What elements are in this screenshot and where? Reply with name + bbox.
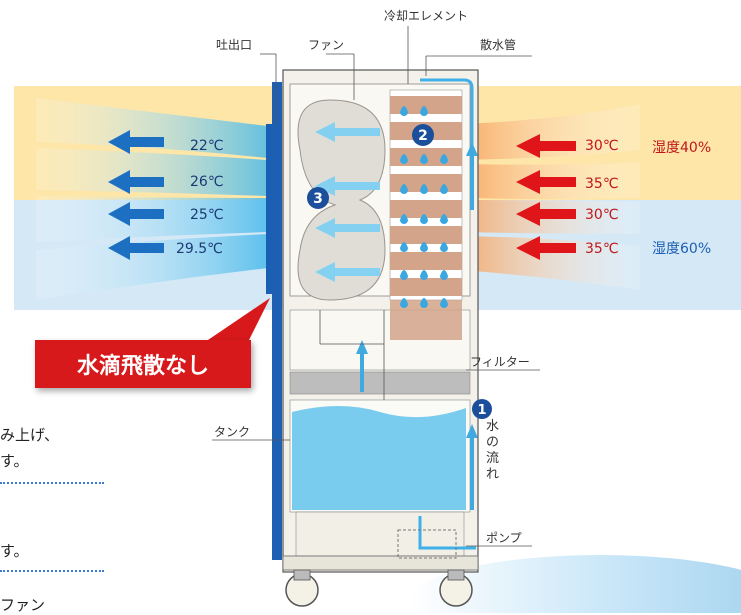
inlet-temp-4: 35℃ [585,241,619,257]
step-badge-2: 2 [412,124,434,146]
outlet-temp-1: 22℃ [190,138,224,154]
leader-lines [212,26,540,547]
water-flow-arrows [356,142,478,510]
humidity-upper: 湿度40% [652,140,711,156]
label-tank: タンク [214,425,250,439]
step-badge-3: 3 [307,187,329,209]
svg-text:3: 3 [313,191,323,207]
label-fan: ファン [308,38,344,52]
humidity-lower: 湿度60% [652,241,711,257]
body-text-line-3: す。 [0,542,29,560]
inlet-arrows [516,134,576,260]
inlet-temp-3: 30℃ [585,207,619,223]
fan-assembly [297,99,386,301]
svg-text:水: 水 [486,419,499,434]
internal-air-arrows [315,122,380,282]
dotted-divider-2 [0,570,104,572]
svg-text:流: 流 [486,451,499,466]
water-splash [410,555,741,613]
front-stripe [272,82,282,560]
svg-text:1: 1 [477,403,486,418]
label-filter: フィルター [470,355,530,369]
callout-no-splash: 水滴飛散なし [35,340,251,388]
label-cooling-element: 冷却エレメント [384,9,468,23]
body-text-line-2: す。 [0,452,29,470]
label-sprinkler-pipe: 散水管 [480,37,516,52]
body-text-line-1: み上げ、 [0,426,59,444]
outlet-temp-2: 26℃ [190,174,224,190]
outlet-temp-3: 25℃ [190,207,224,223]
label-outlet: 吐出口 [216,38,252,52]
outlet-temp-4: 29.5℃ [176,241,223,257]
inlet-temp-2: 35℃ [585,176,619,192]
svg-text:れ: れ [486,467,499,482]
label-pump: ポンプ [486,531,522,545]
dotted-divider-1 [0,482,104,484]
pump [397,529,457,559]
water-drops [400,106,448,308]
warm-air-flows [462,104,640,290]
cool-air-flows [36,98,268,300]
tank-water [292,406,466,510]
callout-pointer [205,298,270,342]
step-badge-1: 1 [472,399,492,419]
water-pipe [418,78,476,550]
svg-text:の: の [486,435,499,450]
label-water-flow: 水 の 流 れ [486,419,499,482]
inlet-temp-1: 30℃ [585,138,619,154]
wheels [285,569,473,607]
body-text-line-4: ファン [0,596,46,614]
outlet-arrows [108,130,164,260]
svg-text:2: 2 [418,128,428,144]
